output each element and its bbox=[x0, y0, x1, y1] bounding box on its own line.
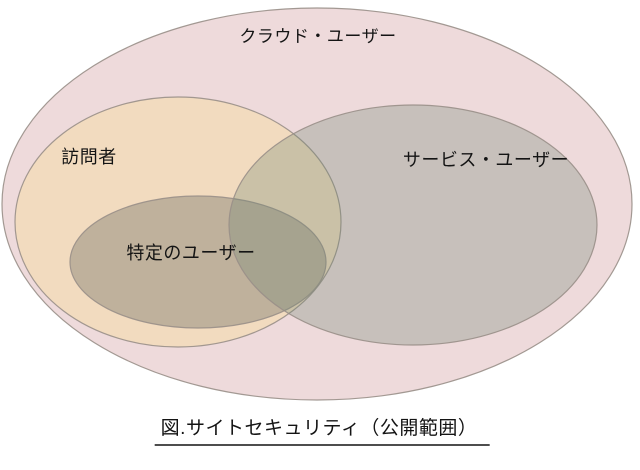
set-service-users-ellipse bbox=[228, 104, 598, 346]
label-specific-users: 特定のユーザー bbox=[126, 243, 256, 263]
figure-caption: 図.サイトセキュリティ（公開範囲） bbox=[154, 418, 490, 446]
label-visitors: 訪問者 bbox=[61, 147, 117, 167]
set-specific-users-ellipse bbox=[69, 195, 327, 329]
label-service-users: サービス・ユーザー bbox=[402, 150, 570, 170]
label-cloud-users: クラウド・ユーザー bbox=[239, 27, 397, 46]
